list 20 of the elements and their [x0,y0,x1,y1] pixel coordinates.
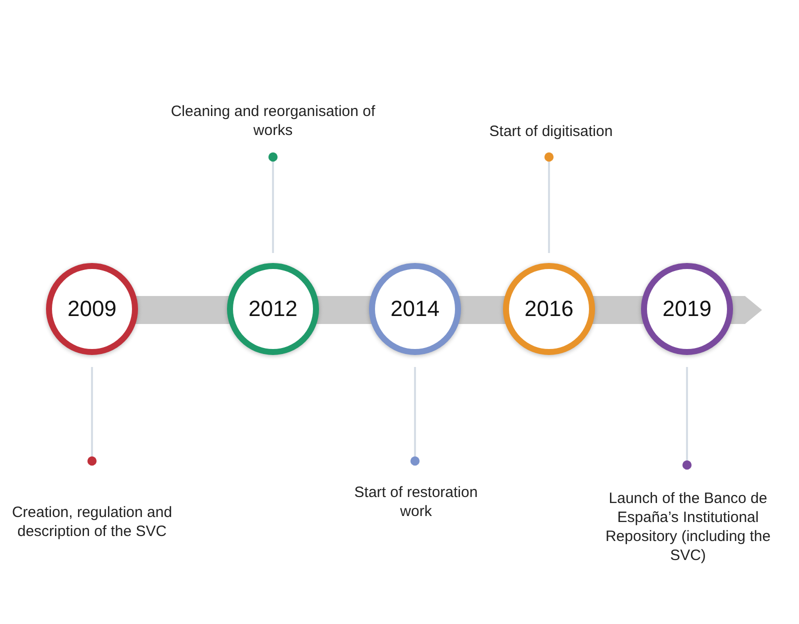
milestone-text: Cleaning and reorganisation of works [170,102,376,140]
year-circle [503,263,595,355]
leader-line [87,367,97,466]
milestone-text: Start of digitisation [489,122,613,141]
year-circle [369,263,461,355]
year-circle [641,263,733,355]
year-circle [46,263,138,355]
milestone-text: Launch of the Banco de España’s Institutional Repository (including the SVC) [604,489,772,565]
milestone-text: Start of restoration work [353,483,479,521]
milestone-text: Creation, regulation and description of the SVC [10,503,174,541]
leader-line [544,152,554,253]
year-label: 2009 [68,296,116,322]
leader-line [682,367,692,470]
leader-line [268,152,278,253]
year-label: 2016 [524,296,574,322]
year-label: 2014 [390,296,440,322]
year-circle [227,263,319,355]
year-label: 2012 [248,296,298,322]
leader-line [410,367,420,466]
year-label: 2019 [662,296,712,322]
